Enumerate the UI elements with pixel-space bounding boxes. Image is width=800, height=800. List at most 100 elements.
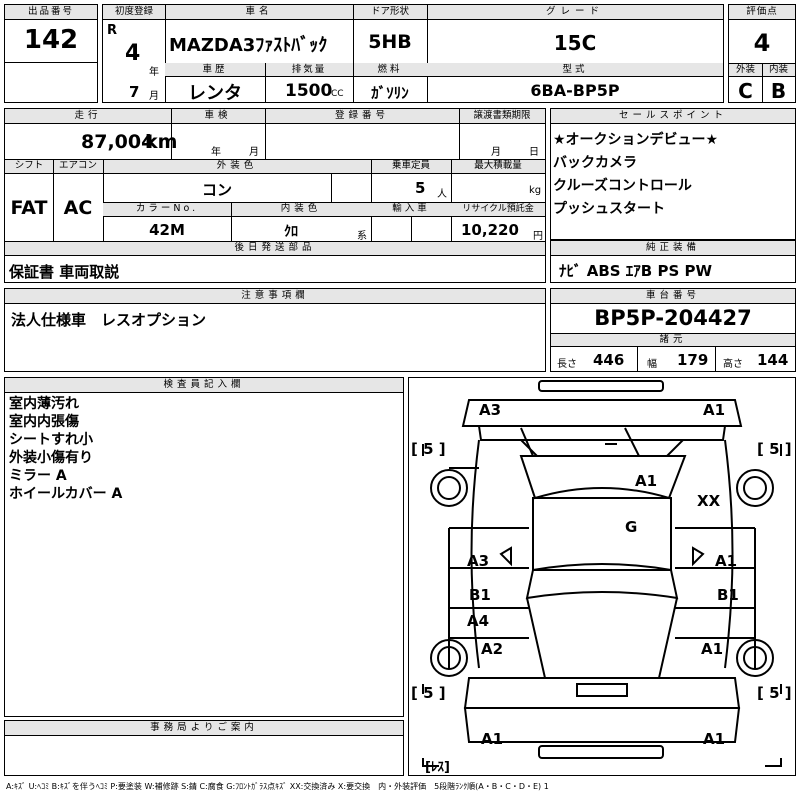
transfer-deadline-label: 譲渡書類期限 — [473, 110, 531, 121]
first-registration-label: 初度登録 — [114, 6, 153, 17]
sales-points-box: セールスポイント ★オークションデビュー★ バックカメラクルーズコントロールプッシ… — [550, 108, 796, 240]
registration-year: 4 — [125, 41, 141, 66]
spec-label: 諸元 — [659, 334, 687, 345]
interior-color: ｸﾛ — [284, 224, 298, 240]
interior-grade: B — [770, 79, 787, 103]
office-notice-label: 事務局よりご案内 — [5, 721, 403, 736]
mark-xx-right: XX — [697, 492, 721, 510]
seats: 5 — [415, 179, 426, 197]
car-name: MAZDA3ﾌｧｽﾄﾊﾞｯｸ — [169, 35, 328, 56]
mileage-label: 走行 — [74, 110, 102, 121]
month-unit: 月 — [149, 91, 159, 102]
inspection-year-unit: 年 — [211, 147, 221, 158]
chassis-label: 車台番号 — [551, 289, 795, 304]
width-label: 幅 — [647, 359, 657, 370]
car-name-label: 車名 — [245, 6, 273, 17]
inspection-label: 車検 — [204, 110, 232, 121]
mark-a1-bumper-left: A1 — [481, 730, 504, 748]
recycle-fee: 10,220 — [461, 221, 519, 239]
color-number: 42M — [149, 221, 185, 239]
mileage-unit: km — [145, 131, 178, 153]
cc-unit: CC — [331, 89, 344, 99]
caution-label: 注意事項欄 — [5, 289, 545, 304]
mark-g-windshield: G — [625, 518, 638, 536]
exterior-color-label: 外装色 — [216, 160, 258, 171]
inspector-notes-label: 検査員記入欄 — [5, 378, 403, 393]
mark-a1-rear-right: A1 — [701, 640, 724, 658]
sales-points-label: セールスポイント — [551, 109, 795, 124]
lot-number-box: 出品番号 142 — [4, 4, 98, 103]
history: レンタ — [188, 83, 242, 104]
transfer-month-unit: 月 — [491, 147, 501, 158]
score-box: 評価点 4 外装 内装 C B — [728, 4, 796, 103]
registration-month: 7 — [129, 83, 140, 101]
sales-point-item: ★オークションデビュー★ — [553, 132, 719, 148]
mileage: 87,004 — [81, 131, 155, 153]
office-notice-box: 事務局よりご案内 — [4, 720, 404, 776]
chassis-number: BP5P-204427 — [594, 306, 752, 330]
legend: A:ｷｽﾞ U:ﾍｺﾐ B:ｷｽﾞを伴うﾍｺﾐ P:要塗装 W:補修跡 S:錆 … — [6, 782, 549, 791]
inspection-month-unit: 月 — [249, 147, 259, 158]
grade: 15C — [553, 31, 597, 55]
tire-tread-front-right: [ 5 ] — [757, 440, 792, 458]
interior-color-unit: 系 — [357, 231, 367, 242]
vehicle-header-box: 初度登録 車名 ドア形状 グレード R 4 年 MAZDA3ﾌｧｽﾄﾊﾞｯｸ 5… — [102, 4, 724, 104]
mark-a4-left: A4 — [467, 612, 490, 630]
grade-label: グレード — [545, 6, 604, 17]
fuel: ｶﾞｿﾘﾝ — [371, 84, 409, 102]
mark-a1-bumper-right: A1 — [703, 730, 726, 748]
exterior-label: 外装 — [735, 64, 755, 75]
tire-tread-rear-left: [ 5 ] — [411, 684, 446, 702]
tire-tread-front-left: [ 5 ] — [411, 440, 446, 458]
interior-color-label: 内装色 — [280, 203, 322, 214]
displacement: 1500 — [285, 81, 333, 101]
overall-score: 4 — [753, 29, 771, 57]
chassis-box: 車台番号 BP5P-204427 諸元 長さ 446 幅 179 高さ 144 — [550, 288, 796, 372]
displacement-label: 排気量 — [291, 64, 327, 75]
mark-a3-left-door: A3 — [467, 552, 490, 570]
inspector-note-line: 外装小傷有り — [9, 450, 93, 466]
sales-points-list: ★オークションデビュー★ バックカメラクルーズコントロールプッシュスタート — [553, 129, 793, 221]
aircon: AC — [63, 197, 93, 219]
car-outline-diagram — [422, 380, 782, 767]
height: 144 — [757, 351, 789, 369]
later-parts: 保証書 車両取説 — [9, 263, 120, 281]
transfer-day-unit: 日 — [529, 147, 539, 158]
mark-a2-rear-left: A2 — [481, 640, 504, 658]
mark-a3-front-left: A3 — [479, 401, 502, 419]
history-label: 車歴 — [202, 64, 228, 75]
inspector-note-line: ホイールカバー A — [9, 486, 123, 502]
fuel-label: 燃料 — [377, 64, 403, 75]
door-type: 5HB — [368, 31, 412, 53]
era: R — [107, 23, 118, 38]
sales-point-item: クルーズコントロール — [553, 178, 692, 194]
tire-tread-rear-right: [ 5 ] — [757, 684, 792, 702]
seats-unit: 人 — [437, 189, 447, 200]
width: 179 — [677, 351, 709, 369]
caution-text: 法人仕様車 レスオプション — [11, 311, 207, 329]
interior-label: 内装 — [768, 64, 788, 75]
sales-point-item: プッシュスタート — [553, 201, 665, 217]
lot-number-label: 出品番号 — [5, 5, 97, 20]
door-type-label: ドア形状 — [370, 6, 409, 17]
mark-a1-front-right: A1 — [703, 401, 726, 419]
score-label: 評価点 — [729, 5, 795, 20]
caution-box: 注意事項欄 法人仕様車 レスオプション — [4, 288, 546, 372]
color-number-label: カラーNo. — [135, 203, 199, 214]
exterior-grade: C — [738, 79, 753, 103]
model-code: 6BA-BP5P — [530, 81, 620, 100]
length-label: 長さ — [557, 359, 577, 370]
length: 446 — [593, 351, 625, 369]
year-unit: 年 — [149, 67, 159, 78]
mark-b1-right: B1 — [717, 586, 739, 604]
inspector-note-line: ミラー A — [9, 468, 67, 484]
mark-a1-roof: A1 — [635, 472, 658, 490]
shift: FAT — [10, 197, 48, 219]
lot-number: 142 — [23, 25, 79, 55]
inspector-note-line: 室内薄汚れ — [9, 396, 79, 412]
inspector-note-line: 室内内張傷 — [9, 414, 79, 430]
equipment-value: ﾅﾋﾞ ABS ｴｱB PS PW — [559, 262, 713, 280]
sales-point-item: バックカメラ — [553, 155, 637, 171]
